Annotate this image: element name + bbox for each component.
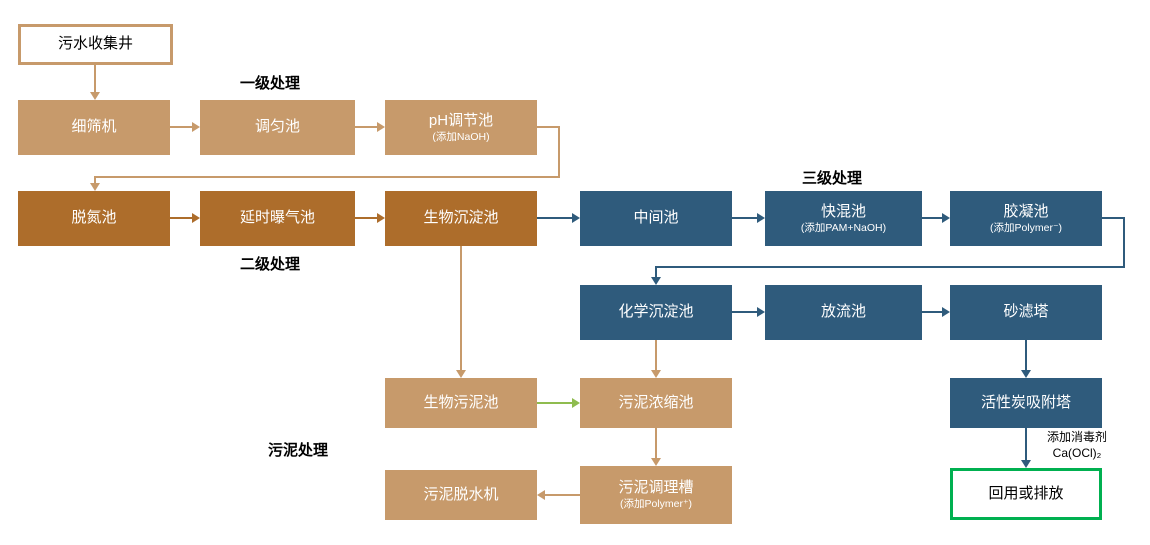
node-ph-adjust-tank: pH调节池 (添加NaOH) xyxy=(385,100,537,155)
arrow-segment xyxy=(94,176,96,183)
node-label: 回用或排放 xyxy=(988,484,1064,502)
node-label: 胶凝池 xyxy=(1003,202,1049,220)
arrow-segment xyxy=(94,176,560,178)
arrowhead-right xyxy=(757,213,765,223)
disinfectant-annotation: 添加消毒剂 Ca(OCl)₂ xyxy=(1032,429,1122,461)
node-label: 生物污泥池 xyxy=(423,393,499,411)
node-denitrification-tank: 脱氮池 xyxy=(18,191,170,246)
arrow-segment xyxy=(537,217,572,219)
arrowhead-down xyxy=(651,370,661,378)
arrowhead-down xyxy=(456,370,466,378)
node-sublabel: (添加PAM+NaOH) xyxy=(800,221,887,234)
node-bio-sedimentation-tank: 生物沉淀池 xyxy=(385,191,537,246)
arrow-segment xyxy=(922,217,942,219)
arrow-segment xyxy=(94,65,96,92)
node-label: 中间池 xyxy=(633,209,679,227)
stage-label-sludge: 污泥处理 xyxy=(268,442,329,459)
disinfectant-annotation-line1: 添加消毒剂 xyxy=(1046,430,1107,444)
arrow-segment xyxy=(545,494,580,496)
arrow-segment xyxy=(922,311,942,313)
arrow-segment xyxy=(355,217,377,219)
node-sludge-conditioning-tank: 污泥调理槽 (添加Polymer⁺) xyxy=(580,466,732,524)
arrowhead-right xyxy=(757,307,765,317)
arrow-segment xyxy=(655,266,657,277)
node-label: 生物沉淀池 xyxy=(423,209,499,227)
node-activated-carbon-tower: 活性炭吸附塔 xyxy=(950,378,1102,428)
arrowhead-right xyxy=(192,213,200,223)
node-label: 砂滤塔 xyxy=(1003,303,1049,321)
node-sand-filter-tower: 砂滤塔 xyxy=(950,285,1102,340)
node-sublabel: (添加Polymer⁻) xyxy=(989,221,1063,234)
node-sublabel: (添加Polymer⁺) xyxy=(619,498,693,511)
node-reuse-or-discharge: 回用或排放 xyxy=(950,468,1102,520)
node-label: pH调节池 xyxy=(428,111,494,129)
stage-label-tertiary: 三级处理 xyxy=(802,170,863,187)
node-chemical-sedimentation-tank: 化学沉淀池 xyxy=(580,285,732,340)
node-label: 污泥脱水机 xyxy=(423,485,499,503)
arrow-segment xyxy=(460,246,462,370)
arrowhead-right xyxy=(942,307,950,317)
node-rapid-mix-tank: 快混池 (添加PAM+NaOH) xyxy=(765,191,922,246)
arrowhead-down xyxy=(651,458,661,466)
arrow-segment xyxy=(1102,217,1125,219)
node-label: 延时曝气池 xyxy=(239,209,315,227)
arrow-segment xyxy=(655,266,1125,268)
node-label: 化学沉淀池 xyxy=(618,303,694,321)
arrowhead-down xyxy=(90,92,100,100)
node-label: 细筛机 xyxy=(71,118,117,136)
arrow-segment xyxy=(1123,217,1125,268)
arrowhead-right xyxy=(942,213,950,223)
arrow-segment xyxy=(537,402,572,404)
arrowhead-right xyxy=(572,398,580,408)
arrowhead-right xyxy=(192,122,200,132)
arrow-segment xyxy=(558,126,560,178)
node-label: 活性炭吸附塔 xyxy=(980,393,1071,411)
node-sludge-thickening-tank: 污泥浓缩池 xyxy=(580,378,732,428)
arrow-segment xyxy=(170,217,192,219)
node-equalization-tank: 调匀池 xyxy=(200,100,355,155)
node-fine-screen: 细筛机 xyxy=(18,100,170,155)
arrow-segment xyxy=(655,428,657,458)
node-effluent-tank: 放流池 xyxy=(765,285,922,340)
arrowhead-down xyxy=(90,183,100,191)
stage-label-secondary: 二级处理 xyxy=(240,256,301,273)
arrow-segment xyxy=(1025,428,1027,460)
arrowhead-down xyxy=(1021,370,1031,378)
arrowhead-right xyxy=(572,213,580,223)
arrowhead-down xyxy=(651,277,661,285)
node-collection-well: 污水收集井 xyxy=(18,24,173,65)
node-bio-sludge-tank: 生物污泥池 xyxy=(385,378,537,428)
node-label: 污泥调理槽 xyxy=(618,479,694,497)
node-sludge-dewatering-machine: 污泥脱水机 xyxy=(385,470,537,520)
stage-label-primary: 一级处理 xyxy=(240,75,301,92)
arrow-segment xyxy=(537,126,560,128)
arrow-segment xyxy=(655,340,657,370)
disinfectant-annotation-line2: Ca(OCl)₂ xyxy=(1052,446,1102,460)
arrowhead-down xyxy=(1021,460,1031,468)
arrow-segment xyxy=(170,126,192,128)
node-label: 快混池 xyxy=(820,202,866,220)
node-label: 污泥浓缩池 xyxy=(618,393,694,411)
node-label: 脱氮池 xyxy=(71,209,117,227)
node-sublabel: (添加NaOH) xyxy=(432,130,490,143)
arrow-segment xyxy=(732,311,757,313)
node-label: 污水收集井 xyxy=(57,35,133,53)
arrowhead-right xyxy=(377,213,385,223)
arrow-segment xyxy=(732,217,757,219)
node-extended-aeration-tank: 延时曝气池 xyxy=(200,191,355,246)
arrowhead-right xyxy=(377,122,385,132)
node-intermediate-tank: 中间池 xyxy=(580,191,732,246)
arrow-segment xyxy=(1025,340,1027,370)
arrowhead-left xyxy=(537,490,545,500)
arrow-segment xyxy=(355,126,377,128)
node-label: 放流池 xyxy=(820,303,866,321)
node-coagulation-tank: 胶凝池 (添加Polymer⁻) xyxy=(950,191,1102,246)
node-label: 调匀池 xyxy=(254,118,300,136)
